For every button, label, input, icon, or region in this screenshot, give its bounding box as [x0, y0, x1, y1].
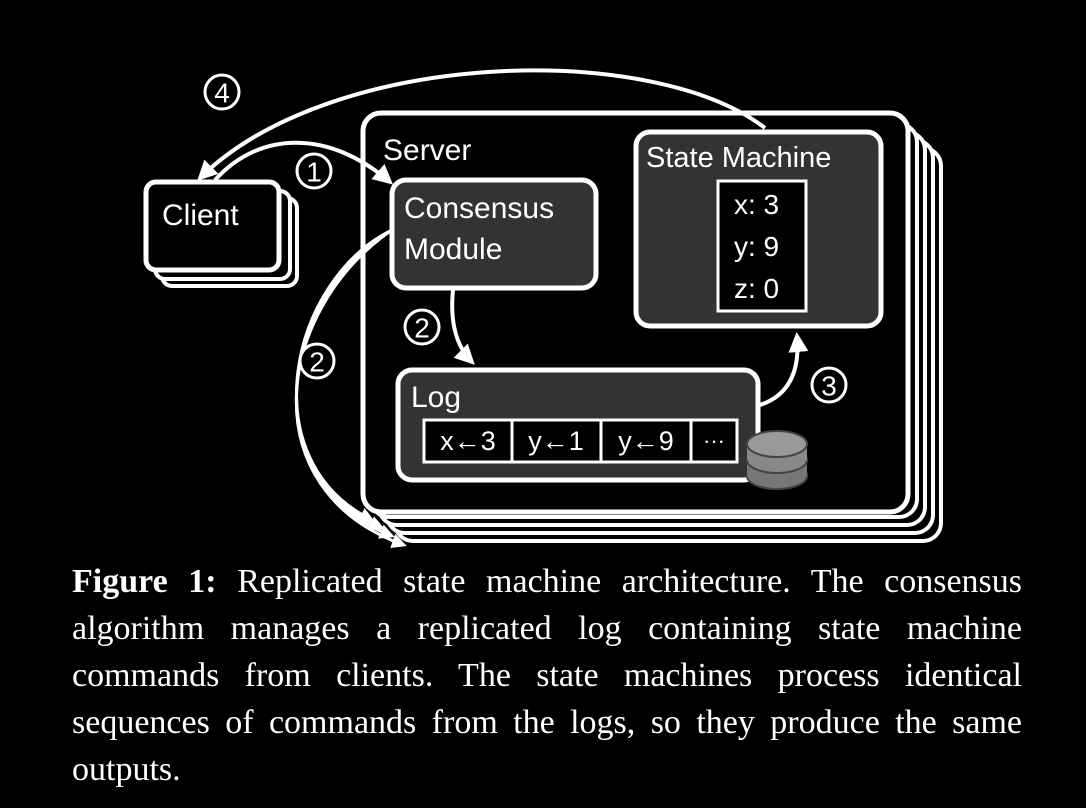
arrow-client-to-consensus — [213, 140, 394, 185]
state-machine-label: State Machine — [646, 142, 831, 174]
arrow-consensus-to-log — [450, 289, 475, 365]
state-values-box — [716, 179, 808, 313]
svg-text:2: 2 — [309, 347, 325, 378]
figure-caption: Figure 1: Replicated state machine archi… — [72, 558, 1022, 793]
state-value-y: y: 9 — [734, 231, 779, 262]
svg-text:3: 3 — [821, 371, 837, 402]
replicated-state-machine-diagram: Server Client Consensus Module State Mac… — [143, 68, 943, 549]
svg-text:4: 4 — [214, 78, 230, 109]
client-box — [143, 179, 282, 273]
figure-caption-text: Replicated state machine architecture. T… — [72, 563, 1023, 788]
log-entry-1: x←3 — [440, 426, 496, 456]
state-value-z: z: 0 — [734, 273, 779, 304]
log-entry-2: y←1 — [528, 426, 584, 456]
svg-text:1: 1 — [306, 157, 322, 188]
arrow-log-to-state-machine — [759, 332, 809, 407]
client-label: Client — [162, 199, 239, 232]
client-stack — [143, 179, 299, 288]
svg-text:2: 2 — [414, 313, 430, 344]
step-marker-2-outer: 2 — [298, 342, 336, 380]
arrows-consensus-to-replicas — [294, 228, 407, 549]
log-entry-3: y←9 — [618, 426, 674, 456]
state-value-x: x: 3 — [734, 189, 779, 220]
consensus-label-line1: Consensus — [404, 192, 554, 225]
figure-caption-label: Figure 1: — [72, 563, 217, 600]
consensus-label-line2: Module — [404, 233, 502, 266]
step-marker-4: 4 — [203, 73, 241, 111]
log-entries-box — [422, 418, 739, 464]
disk-storage-icon — [746, 430, 808, 490]
step-marker-2-inner: 2 — [403, 308, 441, 346]
step-marker-1: 1 — [295, 152, 333, 190]
log-label: Log — [411, 381, 461, 414]
consensus-module-box — [389, 177, 599, 291]
server-label: Server — [383, 134, 471, 167]
arrow-state-machine-to-client — [197, 68, 767, 181]
step-marker-3: 3 — [810, 366, 848, 404]
log-entry-more: ··· — [703, 428, 725, 453]
